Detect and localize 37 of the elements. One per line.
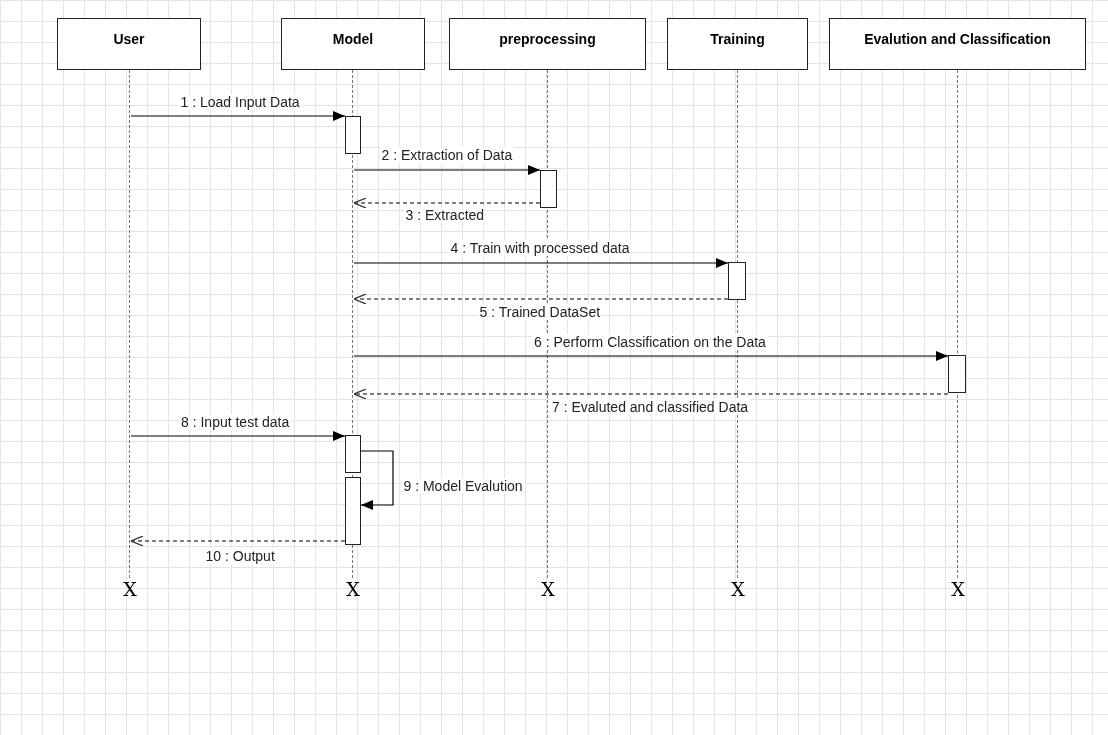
- activation-bar: [948, 355, 966, 393]
- message-label: 8 : Input test data: [179, 414, 292, 430]
- lifeline-end-mark: X: [120, 578, 140, 600]
- lifeline-end-mark: X: [538, 578, 558, 600]
- lifeline: [129, 70, 131, 578]
- activation-bar: [345, 116, 361, 154]
- message-arrow: [353, 351, 949, 361]
- activation-bar: [728, 262, 746, 300]
- message-label: 1 : Load Input Data: [178, 94, 302, 110]
- lifeline-header: User: [57, 18, 201, 70]
- message-arrow: [360, 450, 394, 510]
- return-message-arrow: [130, 535, 346, 547]
- message-label: 3 : Extracted: [403, 207, 487, 223]
- message-arrow: [130, 431, 346, 441]
- lifeline-end-mark: X: [728, 578, 748, 600]
- message-label: 4 : Train with processed data: [448, 240, 632, 256]
- message-arrow: [130, 111, 346, 121]
- message-label: 10 : Output: [203, 548, 277, 564]
- lifeline-header: Evalution and Classification: [829, 18, 1086, 70]
- return-message-arrow: [353, 388, 949, 400]
- lifeline-header: Training: [667, 18, 808, 70]
- lifeline-end-mark: X: [343, 578, 363, 600]
- activation-bar: [540, 170, 557, 208]
- message-label: 7 : Evaluted and classified Data: [550, 399, 751, 415]
- message-label: 6 : Perform Classification on the Data: [532, 334, 768, 350]
- message-arrow: [353, 258, 729, 268]
- lifeline-header: Model: [281, 18, 425, 70]
- message-label: 2 : Extraction of Data: [379, 147, 515, 163]
- lifeline-header: preprocessing: [449, 18, 646, 70]
- activation-bar: [345, 435, 361, 473]
- message-arrow: [353, 165, 541, 175]
- return-message-arrow: [353, 293, 729, 305]
- message-label: 9 : Model Evalution: [401, 478, 525, 494]
- message-label: 5 : Trained DataSet: [477, 304, 603, 320]
- activation-bar: [345, 477, 361, 545]
- return-message-arrow: [353, 197, 541, 209]
- lifeline-end-mark: X: [948, 578, 968, 600]
